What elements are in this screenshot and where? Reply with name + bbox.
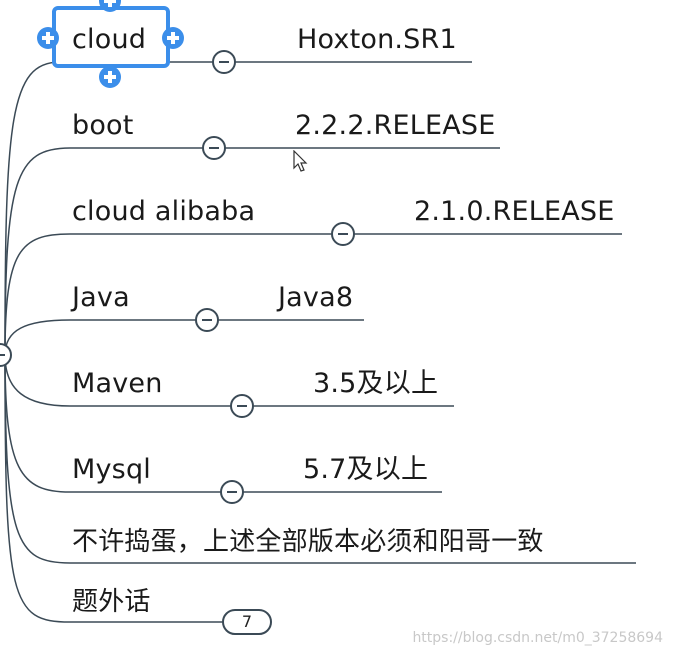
node-cloud-alibaba[interactable]: cloud alibaba <box>72 196 256 227</box>
node-mysql-value[interactable]: 5.7及以上 <box>303 454 429 485</box>
node-maven-value[interactable]: 3.5及以上 <box>313 368 439 399</box>
collapse-button-java[interactable] <box>195 308 219 332</box>
node-mysql[interactable]: Mysql <box>72 454 151 485</box>
plus-icon[interactable] <box>99 66 121 88</box>
plus-icon[interactable] <box>37 27 59 49</box>
plus-icon[interactable] <box>162 27 184 49</box>
mouse-cursor-icon <box>293 150 308 172</box>
node-java-value[interactable]: Java8 <box>278 282 354 313</box>
collapse-button-boot[interactable] <box>202 136 226 160</box>
watermark-text: https://blog.csdn.net/m0_37258694 <box>412 630 663 646</box>
collapse-button-maven[interactable] <box>230 394 254 418</box>
node-java[interactable]: Java <box>72 282 130 313</box>
node-cloud[interactable]: cloud <box>72 24 147 55</box>
node-cloud-alibaba-value[interactable]: 2.1.0.RELEASE <box>414 196 615 227</box>
node-version-note[interactable]: 不许捣蛋，上述全部版本必须和阳哥一致 <box>72 527 544 557</box>
node-maven[interactable]: Maven <box>72 368 163 399</box>
node-boot[interactable]: boot <box>72 110 134 141</box>
collapse-button-cloud[interactable] <box>212 50 236 74</box>
node-digression[interactable]: 题外话 <box>72 587 151 617</box>
collapse-button-cloud-alibaba[interactable] <box>331 222 355 246</box>
node-cloud-value[interactable]: Hoxton.SR1 <box>297 24 457 55</box>
node-boot-value[interactable]: 2.2.2.RELEASE <box>295 110 496 141</box>
plus-icon[interactable] <box>99 0 121 12</box>
collapse-button-mysql[interactable] <box>220 480 244 504</box>
collapsed-count-badge[interactable]: 7 <box>222 609 272 635</box>
